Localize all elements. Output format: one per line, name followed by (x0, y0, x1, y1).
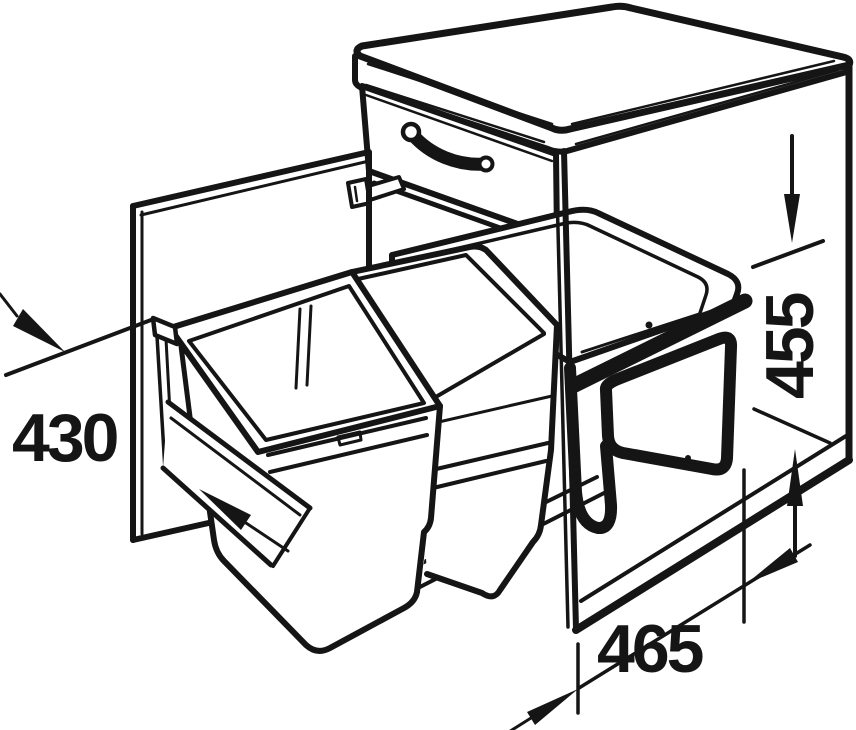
dim-430-leader-line (0, 292, 19, 318)
rear-bin-right-wall (424, 322, 560, 600)
worktop-edge-line-2 (570, 59, 836, 126)
dim-430-arrow-icon (13, 309, 65, 352)
fascia-band-face (163, 402, 310, 566)
stile-inner-line (554, 148, 570, 629)
worktop (352, 2, 854, 155)
frame-stand-core (603, 335, 734, 472)
cabinet-side-panel (572, 62, 853, 634)
frame-screw-dot (685, 455, 691, 461)
frame-front-leg-core (567, 365, 614, 531)
drawer-handle (400, 121, 495, 173)
dim-455-lower-tick (752, 407, 832, 445)
handle-end-left (400, 121, 422, 143)
pullout-fascia (150, 315, 313, 568)
fascia-band-inner-line (169, 416, 302, 517)
fascia-left-edge-1 (155, 334, 167, 472)
front-bin-step-line-2 (268, 433, 429, 474)
stile-outer-line (561, 148, 579, 632)
rear-waste-bin (339, 243, 560, 600)
front-bin-rim-inner (187, 284, 426, 442)
front-bin-body (181, 346, 440, 649)
rear-bin-step-line-1 (430, 441, 550, 472)
fascia-band-bottom-edge (160, 465, 274, 568)
bin-wall-reflection-2 (305, 304, 313, 387)
fascia-band-right-edge (271, 506, 312, 568)
rear-bin-shoulder-line (428, 394, 554, 426)
panel-bottom-edge (572, 456, 853, 634)
dim-455-up-arrow-icon (787, 449, 803, 506)
handle-end-right (477, 155, 495, 173)
lid-screw-dot (645, 321, 653, 329)
hinge-plate-slot (353, 185, 359, 203)
dimension-455: 455 (751, 134, 832, 558)
door-top-inner-line (139, 159, 371, 217)
worktop-edge-line-3 (364, 83, 546, 144)
dimension-430-upper (0, 292, 153, 377)
handle-bow-core (409, 131, 488, 168)
front-bin-step-line-1 (266, 416, 428, 457)
dimension-430: 430 (12, 400, 290, 553)
worktop-edge-line-4 (574, 68, 840, 146)
bin-wall-reflection-1 (294, 307, 302, 390)
lid-inner-edge (410, 220, 709, 315)
lid-inner-front-edge (580, 312, 701, 354)
dim-430-extension-line (4, 318, 153, 377)
dim-430-arrow-2-tail (244, 521, 290, 553)
fascia-top-tab (150, 315, 180, 347)
rear-bin-step-line-2 (431, 459, 548, 490)
panel-plinth-line (579, 434, 848, 603)
rear-bin-rim-edge (349, 243, 560, 328)
dim-455-upper-tick (751, 239, 825, 269)
drawer-front (359, 83, 565, 253)
dim-455-down-arrow-icon (784, 194, 800, 243)
door-top-edge (130, 149, 372, 209)
dim-465-label: 465 (597, 611, 703, 687)
lid-front-rail-core (571, 297, 749, 389)
rear-bin-rim-inner (356, 253, 546, 335)
front-waste-bin (167, 269, 443, 654)
front-bin-grip-notch (336, 430, 363, 447)
dim-430-label: 430 (12, 400, 118, 476)
dim-455-label: 455 (752, 293, 828, 399)
dim-465-arrow-left-tail (509, 716, 533, 730)
dim-465-arrow-right-icon (746, 548, 798, 584)
fascia-band-top-edge (165, 399, 313, 511)
rear-bin-body (352, 247, 557, 597)
dimension-465: 465 (509, 468, 812, 730)
dim-430-arrow-2-icon (199, 489, 251, 530)
dim-465-arrow-left-icon (527, 689, 578, 725)
worktop-edge-line-1 (366, 62, 554, 126)
rear-bin-rim-inner-front (432, 332, 546, 400)
pullout-frame (300, 331, 738, 641)
drawer-top-line (364, 93, 554, 163)
